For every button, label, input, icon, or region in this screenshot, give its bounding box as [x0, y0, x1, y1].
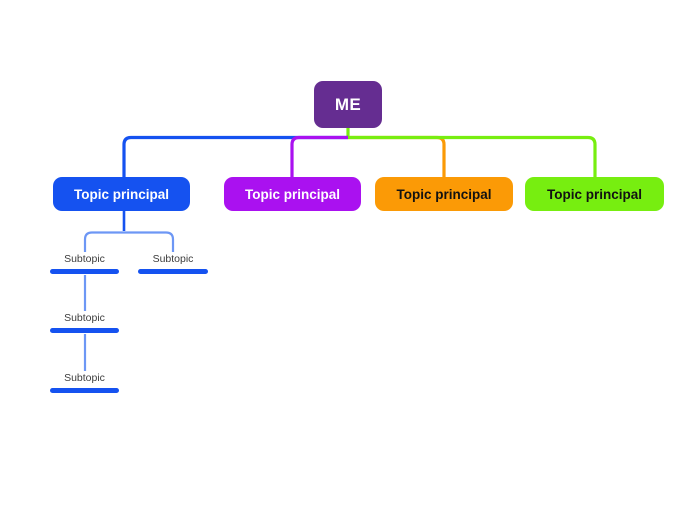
subtopic-node-3-label: Subtopic: [64, 312, 105, 324]
topic-node-1[interactable]: Topic principal: [53, 177, 190, 211]
subtopic-node-3-underline: [50, 328, 119, 333]
root-node-label: ME: [334, 94, 362, 114]
subtopic-node-2[interactable]: Subtopic: [138, 252, 208, 274]
topic-node-4[interactable]: Topic principal: [525, 177, 664, 211]
topic-node-4-label: Topic principal: [546, 186, 642, 202]
subtopic-node-2-underline: [138, 269, 208, 274]
topic-node-3-label: Topic principal: [396, 186, 492, 202]
subtopic-node-1-underline: [50, 269, 119, 274]
topic-node-2-label: Topic principal: [244, 186, 340, 202]
connector-topic-3: [348, 135, 597, 178]
subtopic-node-1-label: Subtopic: [64, 253, 105, 265]
connector-topic-1: [290, 135, 348, 178]
connector-subtopic-1: [124, 231, 175, 252]
subtopic-node-4[interactable]: Subtopic: [50, 371, 119, 393]
subtopic-node-3[interactable]: Subtopic: [50, 311, 119, 333]
subtopic-node-4-underline: [50, 388, 119, 393]
connector-topic-0: [122, 135, 348, 178]
subtopic-node-4-label: Subtopic: [64, 372, 105, 384]
connector-subtopic-0: [83, 231, 124, 252]
root-node[interactable]: ME: [314, 81, 382, 128]
subtopic-node-1[interactable]: Subtopic: [50, 252, 119, 274]
connector-topic-2: [348, 135, 446, 178]
topic-node-3[interactable]: Topic principal: [375, 177, 513, 211]
subtopic-node-2-label: Subtopic: [152, 253, 194, 265]
topic-node-1-label: Topic principal: [73, 186, 169, 202]
topic-node-2[interactable]: Topic principal: [224, 177, 361, 211]
